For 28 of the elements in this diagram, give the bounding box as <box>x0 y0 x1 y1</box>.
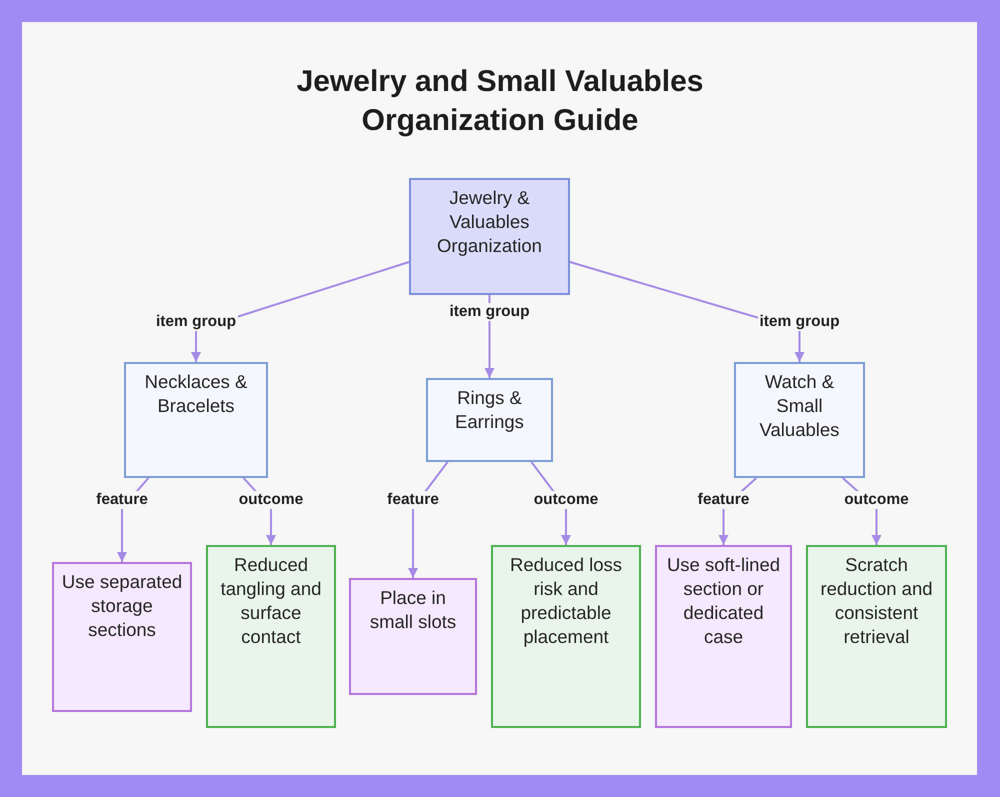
node-text: Reduced loss risk and predictable placement <box>508 553 624 649</box>
edge-label: item group <box>757 313 842 331</box>
node-box <box>409 178 570 295</box>
node-text: Reduced tangling and surface contact <box>220 553 322 649</box>
node-text: Rings & Earrings <box>454 386 525 434</box>
node-text: Use separated storage sections <box>60 570 184 642</box>
edge-label: outcome <box>842 491 911 509</box>
node-text: Place in small slots <box>368 586 458 634</box>
node-box <box>206 545 336 728</box>
node-box <box>806 545 947 728</box>
node-text: Scratch reduction and consistent retrieval <box>819 553 934 649</box>
node-box <box>426 378 553 462</box>
edge-label: outcome <box>236 491 306 509</box>
edge-label: feature <box>385 491 441 509</box>
node-box <box>491 545 641 728</box>
node-text: Use soft-lined section or dedicated case <box>666 553 782 649</box>
node-text: Jewelry & Valuables Organization <box>436 186 543 258</box>
edge-label: feature <box>94 491 150 509</box>
node-box <box>655 545 792 728</box>
node-box <box>52 562 192 712</box>
node-box <box>734 362 865 478</box>
node-box <box>124 362 268 478</box>
edge-label: outcome <box>532 491 600 509</box>
node-text: Watch & Small Valuables <box>758 370 840 442</box>
edge-label: feature <box>696 491 752 509</box>
node-text: Necklaces & Bracelets <box>144 370 248 418</box>
node-box <box>349 578 477 695</box>
diagram-title: Jewelry and Small Valuables Organization Guide <box>296 64 704 139</box>
